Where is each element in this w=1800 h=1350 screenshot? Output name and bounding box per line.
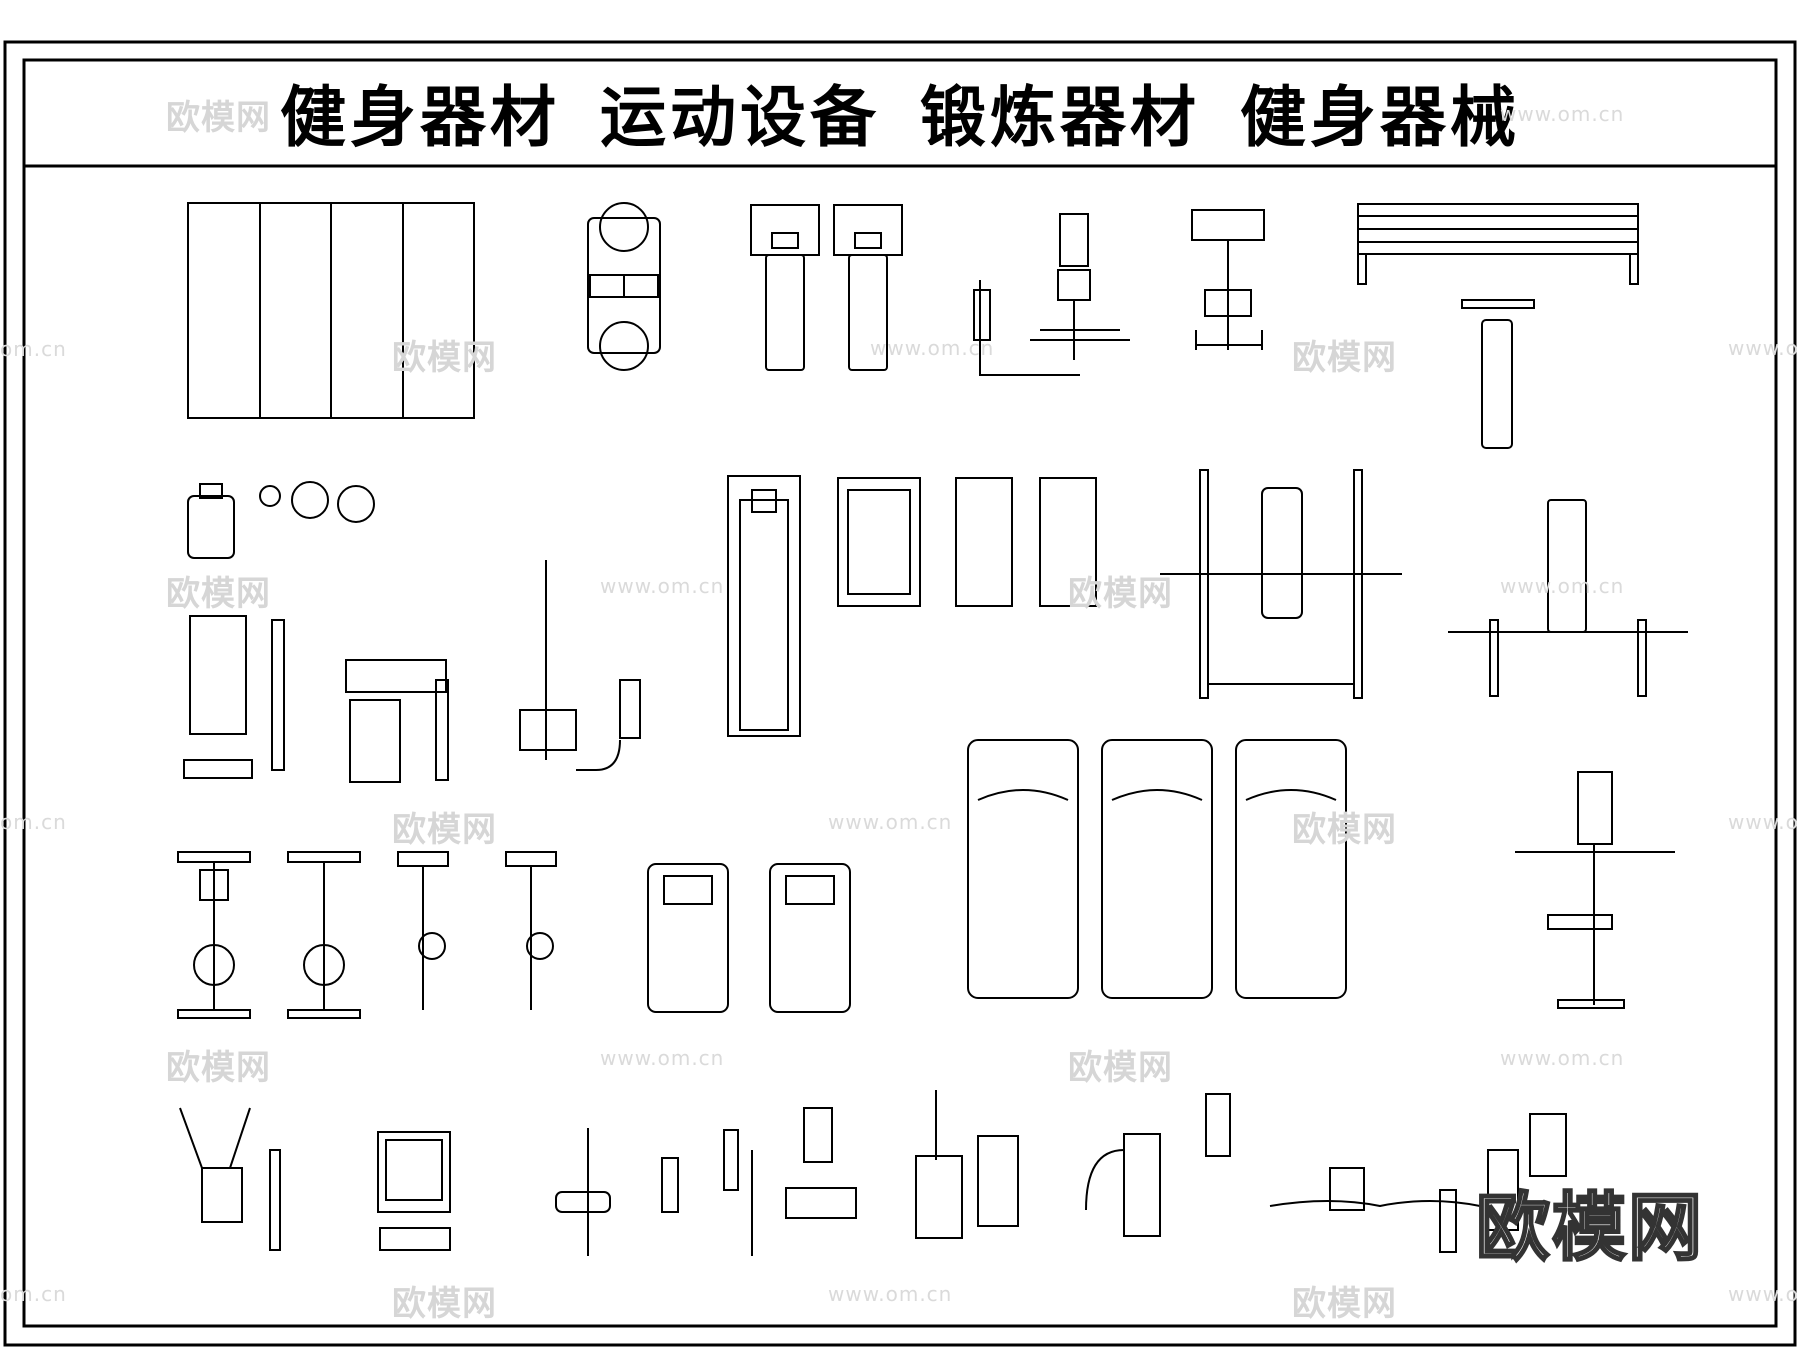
watermark-logo: 欧模网 — [166, 574, 271, 614]
watermark-logo: 欧模网 — [1292, 810, 1397, 850]
watermark-url: www.om.cn — [828, 810, 953, 834]
watermark-logo: 欧模网 — [1292, 1284, 1397, 1324]
watermark-logo: 欧模网 — [166, 1048, 271, 1088]
weights-small-symbol — [187, 481, 375, 559]
treadmill-symbol — [967, 739, 1347, 999]
treadmill-console-symbol — [750, 204, 903, 371]
watermark-logo: 欧模网 — [1068, 1048, 1173, 1088]
row-machine-3 — [555, 1128, 679, 1256]
leg-curl-symbol — [1515, 771, 1675, 1009]
row-machine-5 — [915, 1090, 1019, 1239]
power-rack-symbol — [1160, 469, 1402, 699]
watermark-url: www.om.cn — [1728, 1282, 1800, 1306]
incline-press-symbol — [1448, 499, 1688, 697]
watermark-logo: 欧模网 — [392, 1284, 497, 1324]
chest-press-symbol — [345, 659, 449, 783]
brand-watermark: 欧模网 — [1475, 1184, 1704, 1273]
sit-up-board-symbol — [1191, 209, 1265, 350]
watermark-url: www.om.cn — [1500, 574, 1625, 598]
row-machine-8 — [1487, 1113, 1567, 1231]
watermark-logo: 欧模网 — [166, 98, 271, 138]
lat-machine-symbol — [183, 615, 285, 779]
elliptical-symbol — [647, 863, 851, 1013]
title-item-1: 健身器材 — [280, 79, 560, 156]
title-item-4: 健身器械 — [1240, 79, 1520, 156]
watermark-logo: 欧模网 — [392, 810, 497, 850]
row-machine-4 — [723, 1107, 857, 1256]
title-item-2: 运动设备 — [600, 79, 880, 156]
smith-machine-symbol — [519, 560, 641, 771]
leg-press-symbol — [973, 213, 1130, 376]
watermark-url: www.om.cn — [1728, 810, 1800, 834]
sheet-frame — [3, 40, 1797, 1347]
watermark-url: om.cn — [0, 1282, 67, 1306]
floor-mat-symbol — [187, 202, 475, 419]
exercise-bike-symbol — [177, 851, 557, 1019]
page-title: 健身器材 运动设备 锻炼器材 健身器械 — [24, 58, 1776, 166]
watermark-url: om.cn — [0, 810, 67, 834]
watermark-url: www.om.cn — [1728, 336, 1800, 360]
watermark-url: om.cn — [0, 337, 67, 361]
watermark-url: www.om.cn — [1500, 102, 1625, 126]
row-machine-6 — [1085, 1093, 1231, 1237]
watermark-url: www.om.cn — [828, 1282, 953, 1306]
watermark-logo: 欧模网 — [1068, 574, 1173, 614]
dumbbell-rack-symbol — [587, 202, 661, 371]
watermark-url: www.om.cn — [600, 1046, 725, 1070]
row-machine-7 — [1269, 1167, 1481, 1253]
watermark-url: www.om.cn — [1500, 1046, 1625, 1070]
watermark-logo: 欧模网 — [1292, 338, 1397, 378]
row-machine-1 — [179, 1107, 281, 1251]
title-item-3: 锻炼器材 — [920, 79, 1200, 156]
watermark-url: www.om.cn — [870, 336, 995, 360]
watermark-logo: 欧模网 — [392, 338, 497, 378]
bench-symbol — [1357, 203, 1639, 449]
watermark-url: www.om.cn — [600, 574, 725, 598]
incline-bench-symbol — [727, 475, 801, 737]
row-machine-2 — [377, 1131, 451, 1251]
bench-pair-symbol — [837, 477, 1097, 607]
